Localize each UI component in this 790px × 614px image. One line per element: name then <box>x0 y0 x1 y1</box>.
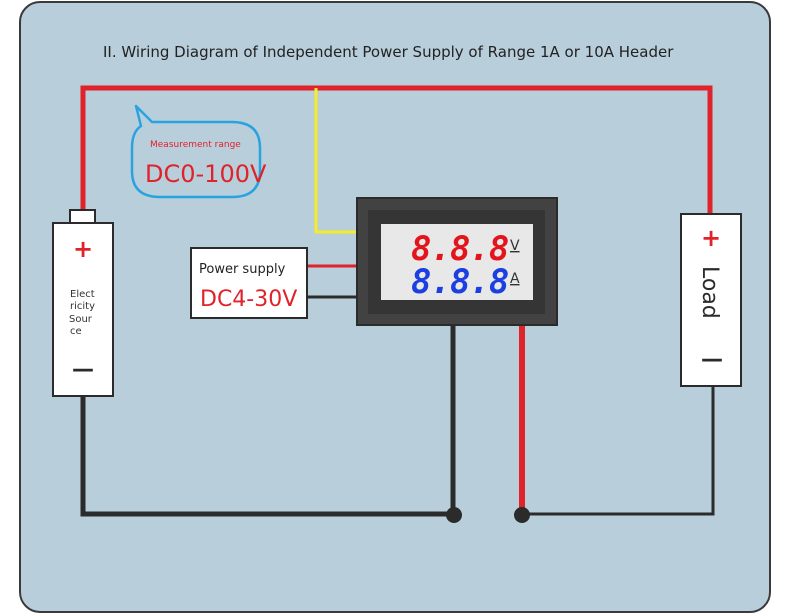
battery-label-line-1: Elect <box>70 289 95 300</box>
power-supply-box: Power supply DC4-30V <box>190 247 308 319</box>
load-plus: + <box>701 224 721 252</box>
battery-plus: + <box>73 235 93 263</box>
measurement-range-callout: Measurement range DC0-100V <box>130 104 267 199</box>
battery-label-line-3: Sour <box>69 314 93 325</box>
meter-voltage-unit: V <box>510 238 520 254</box>
electricity-source: + Elect ricity Sour ce — <box>52 209 114 397</box>
junction-dot-right <box>514 507 530 523</box>
power-supply-label: Power supply <box>199 262 286 277</box>
power-supply-value: DC4-30V <box>200 287 297 312</box>
black-wire-bottom <box>80 325 456 517</box>
voltmeter-ammeter: 8.8.8 V 8.8.8 A <box>356 197 558 326</box>
meter-voltage-digits: 8.8.8 <box>411 229 508 269</box>
battery-label-line-2: ricity <box>70 301 95 312</box>
load-minus: — <box>701 347 723 372</box>
battery-body <box>52 222 114 397</box>
yellow-wire <box>314 88 357 234</box>
meter-current-digits: 8.8.8 <box>411 262 508 302</box>
junction-dot-left <box>446 507 462 523</box>
load-label: Load <box>697 266 722 319</box>
battery-terminal-cap <box>69 209 96 225</box>
load-body <box>680 213 742 387</box>
callout-value: DC0-100V <box>145 160 267 188</box>
battery-minus: — <box>72 357 94 382</box>
meter-current-unit: A <box>510 271 520 287</box>
meter-screen <box>381 224 533 300</box>
red-wire-top <box>80 85 713 214</box>
black-wire-load <box>522 386 715 516</box>
diagram-title: II. Wiring Diagram of Independent Power … <box>103 43 674 61</box>
battery-label-line-4: ce <box>70 326 82 337</box>
callout-label: Measurement range <box>150 140 241 150</box>
load: + Load — <box>680 213 742 387</box>
